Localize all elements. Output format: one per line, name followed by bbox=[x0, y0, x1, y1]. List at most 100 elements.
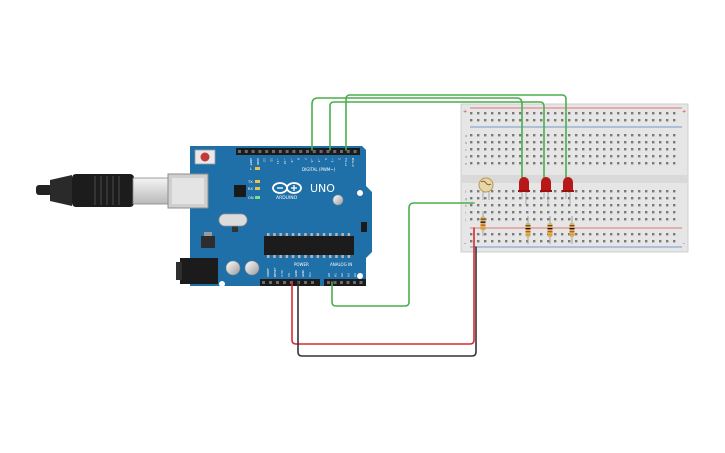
breadboard-hole[interactable] bbox=[666, 197, 669, 200]
wire-green-led3[interactable] bbox=[345, 94, 567, 183]
breadboard-hole[interactable] bbox=[484, 141, 487, 144]
breadboard-hole[interactable] bbox=[610, 134, 613, 137]
breadboard-hole[interactable] bbox=[554, 190, 557, 193]
breadboard-hole[interactable] bbox=[596, 204, 599, 207]
rail-hole[interactable] bbox=[603, 233, 606, 236]
breadboard-hole[interactable] bbox=[610, 204, 613, 207]
rail-hole[interactable] bbox=[673, 112, 676, 115]
rail-hole[interactable] bbox=[533, 119, 536, 122]
breadboard-hole[interactable] bbox=[624, 197, 627, 200]
breadboard-hole[interactable] bbox=[582, 155, 585, 158]
wire-green-led2[interactable] bbox=[329, 101, 545, 183]
breadboard-hole[interactable] bbox=[519, 218, 522, 221]
breadboard-hole[interactable] bbox=[470, 190, 473, 193]
rail-hole[interactable] bbox=[547, 112, 550, 115]
wire-red-5v[interactable] bbox=[291, 227, 475, 345]
breadboard-hole[interactable] bbox=[603, 197, 606, 200]
breadboard-hole[interactable] bbox=[512, 204, 515, 207]
breadboard-hole[interactable] bbox=[638, 162, 641, 165]
breadboard-hole[interactable] bbox=[505, 190, 508, 193]
header-pin[interactable] bbox=[299, 150, 303, 153]
rail-hole[interactable] bbox=[512, 233, 515, 236]
breadboard-hole[interactable] bbox=[505, 148, 508, 151]
breadboard-hole[interactable] bbox=[596, 211, 599, 214]
rail-hole[interactable] bbox=[659, 112, 662, 115]
breadboard-hole[interactable] bbox=[645, 190, 648, 193]
breadboard-hole[interactable] bbox=[568, 218, 571, 221]
breadboard-hole[interactable] bbox=[470, 162, 473, 165]
rail-hole[interactable] bbox=[491, 112, 494, 115]
rail-hole[interactable] bbox=[582, 240, 585, 243]
breadboard-hole[interactable] bbox=[666, 211, 669, 214]
breadboard-hole[interactable] bbox=[645, 155, 648, 158]
rail-hole[interactable] bbox=[561, 233, 564, 236]
breadboard-hole[interactable] bbox=[645, 162, 648, 165]
breadboard-hole[interactable] bbox=[673, 155, 676, 158]
rail-hole[interactable] bbox=[638, 112, 641, 115]
breadboard-hole[interactable] bbox=[582, 134, 585, 137]
breadboard-hole[interactable] bbox=[596, 162, 599, 165]
rail-hole[interactable] bbox=[505, 119, 508, 122]
breadboard-hole[interactable] bbox=[547, 155, 550, 158]
breadboard-hole[interactable] bbox=[484, 134, 487, 137]
rail-hole[interactable] bbox=[603, 240, 606, 243]
breadboard-hole[interactable] bbox=[673, 204, 676, 207]
breadboard-hole[interactable] bbox=[512, 218, 515, 221]
red-led[interactable] bbox=[562, 177, 574, 205]
breadboard-hole[interactable] bbox=[470, 155, 473, 158]
breadboard-hole[interactable] bbox=[631, 218, 634, 221]
breadboard-hole[interactable] bbox=[596, 134, 599, 137]
breadboard-hole[interactable] bbox=[617, 190, 620, 193]
breadboard-hole[interactable] bbox=[519, 134, 522, 137]
rail-hole[interactable] bbox=[596, 233, 599, 236]
breadboard-hole[interactable] bbox=[561, 148, 564, 151]
breadboard-hole[interactable] bbox=[659, 162, 662, 165]
rail-hole[interactable] bbox=[575, 240, 578, 243]
rail-hole[interactable] bbox=[603, 112, 606, 115]
header-pin[interactable] bbox=[319, 150, 323, 153]
breadboard-hole[interactable] bbox=[638, 190, 641, 193]
breadboard-hole[interactable] bbox=[512, 162, 515, 165]
rail-hole[interactable] bbox=[568, 240, 571, 243]
breadboard-hole[interactable] bbox=[673, 134, 676, 137]
breadboard-hole[interactable] bbox=[470, 197, 473, 200]
breadboard-hole[interactable] bbox=[582, 218, 585, 221]
breadboard-hole[interactable] bbox=[526, 155, 529, 158]
rail-hole[interactable] bbox=[519, 233, 522, 236]
wire-black-gnd[interactable] bbox=[297, 246, 477, 357]
breadboard-hole[interactable] bbox=[652, 218, 655, 221]
rail-hole[interactable] bbox=[498, 119, 501, 122]
breadboard-hole[interactable] bbox=[505, 204, 508, 207]
breadboard-hole[interactable] bbox=[596, 197, 599, 200]
breadboard-hole[interactable] bbox=[596, 155, 599, 158]
rail-hole[interactable] bbox=[624, 112, 627, 115]
breadboard-hole[interactable] bbox=[673, 218, 676, 221]
breadboard-hole[interactable] bbox=[589, 211, 592, 214]
header-pin[interactable] bbox=[346, 150, 350, 153]
breadboard-hole[interactable] bbox=[568, 148, 571, 151]
breadboard-hole[interactable] bbox=[589, 190, 592, 193]
breadboard-hole[interactable] bbox=[491, 218, 494, 221]
rail-hole[interactable] bbox=[638, 119, 641, 122]
rail-hole[interactable] bbox=[505, 233, 508, 236]
rail-hole[interactable] bbox=[568, 112, 571, 115]
header-pin[interactable] bbox=[283, 281, 286, 284]
breadboard-hole[interactable] bbox=[533, 162, 536, 165]
breadboard-hole[interactable] bbox=[673, 190, 676, 193]
breadboard-hole[interactable] bbox=[673, 211, 676, 214]
rail-hole[interactable] bbox=[568, 233, 571, 236]
breadboard-hole[interactable] bbox=[603, 162, 606, 165]
breadboard-hole[interactable] bbox=[638, 141, 641, 144]
breadboard-hole[interactable] bbox=[491, 211, 494, 214]
rail-hole[interactable] bbox=[589, 112, 592, 115]
rail-hole[interactable] bbox=[624, 119, 627, 122]
breadboard-hole[interactable] bbox=[561, 197, 564, 200]
breadboard-hole[interactable] bbox=[533, 155, 536, 158]
header-pin[interactable] bbox=[311, 281, 314, 284]
breadboard-hole[interactable] bbox=[526, 204, 529, 207]
breadboard-hole[interactable] bbox=[617, 197, 620, 200]
breadboard-hole[interactable] bbox=[617, 148, 620, 151]
breadboard-hole[interactable] bbox=[547, 134, 550, 137]
breadboard-hole[interactable] bbox=[526, 148, 529, 151]
breadboard-hole[interactable] bbox=[477, 155, 480, 158]
